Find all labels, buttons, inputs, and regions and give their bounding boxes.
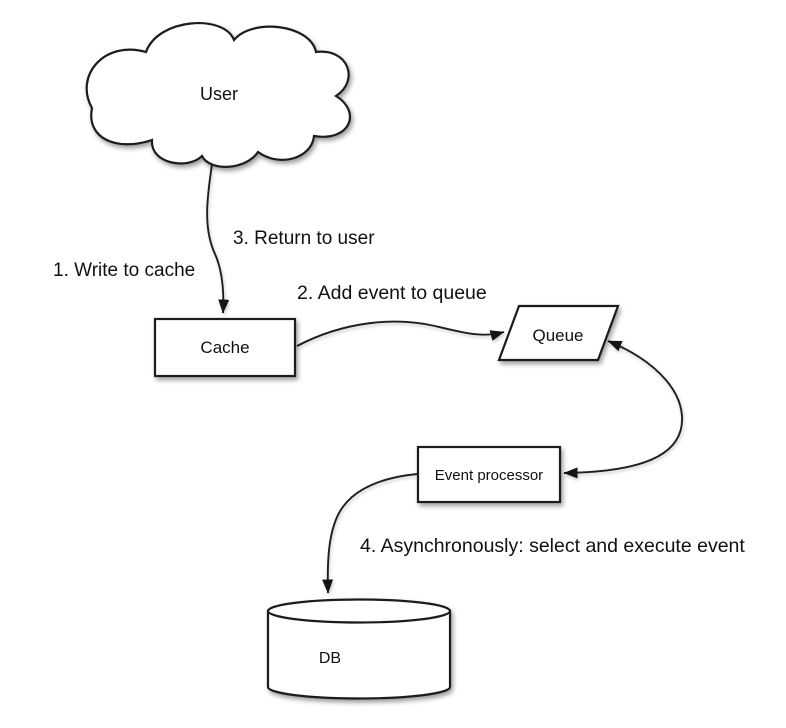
db-label: DB <box>319 650 341 667</box>
step4-async-select-execute-label: 4. Asynchronously: select and execute ev… <box>360 535 745 557</box>
edge-user-to-cache <box>206 163 230 314</box>
event-processor-box <box>416 445 562 504</box>
queue-parallelogram <box>497 304 620 362</box>
queue-label: Queue <box>532 326 583 345</box>
edge-cache-to-queue <box>296 320 505 347</box>
cache-box <box>153 317 297 378</box>
db-cylinder <box>266 598 452 700</box>
step2-add-event-to-queue-label: 2. Add event to queue <box>297 282 487 304</box>
step1-write-to-cache-label: 1. Write to cache <box>53 260 195 281</box>
db-cylinder-top <box>266 598 452 624</box>
db-cylinder-body <box>266 609 452 700</box>
user-label: User <box>200 84 238 104</box>
step3-return-to-user-label: 3. Return to user <box>233 228 375 249</box>
user-cloud-shape <box>85 22 351 168</box>
event-processor-label: Event processor <box>435 467 543 484</box>
edge-queue-eventprocessor-twoway <box>563 340 683 479</box>
edge-eventprocessor-to-db <box>322 473 418 594</box>
cache-label: Cache <box>200 338 249 357</box>
